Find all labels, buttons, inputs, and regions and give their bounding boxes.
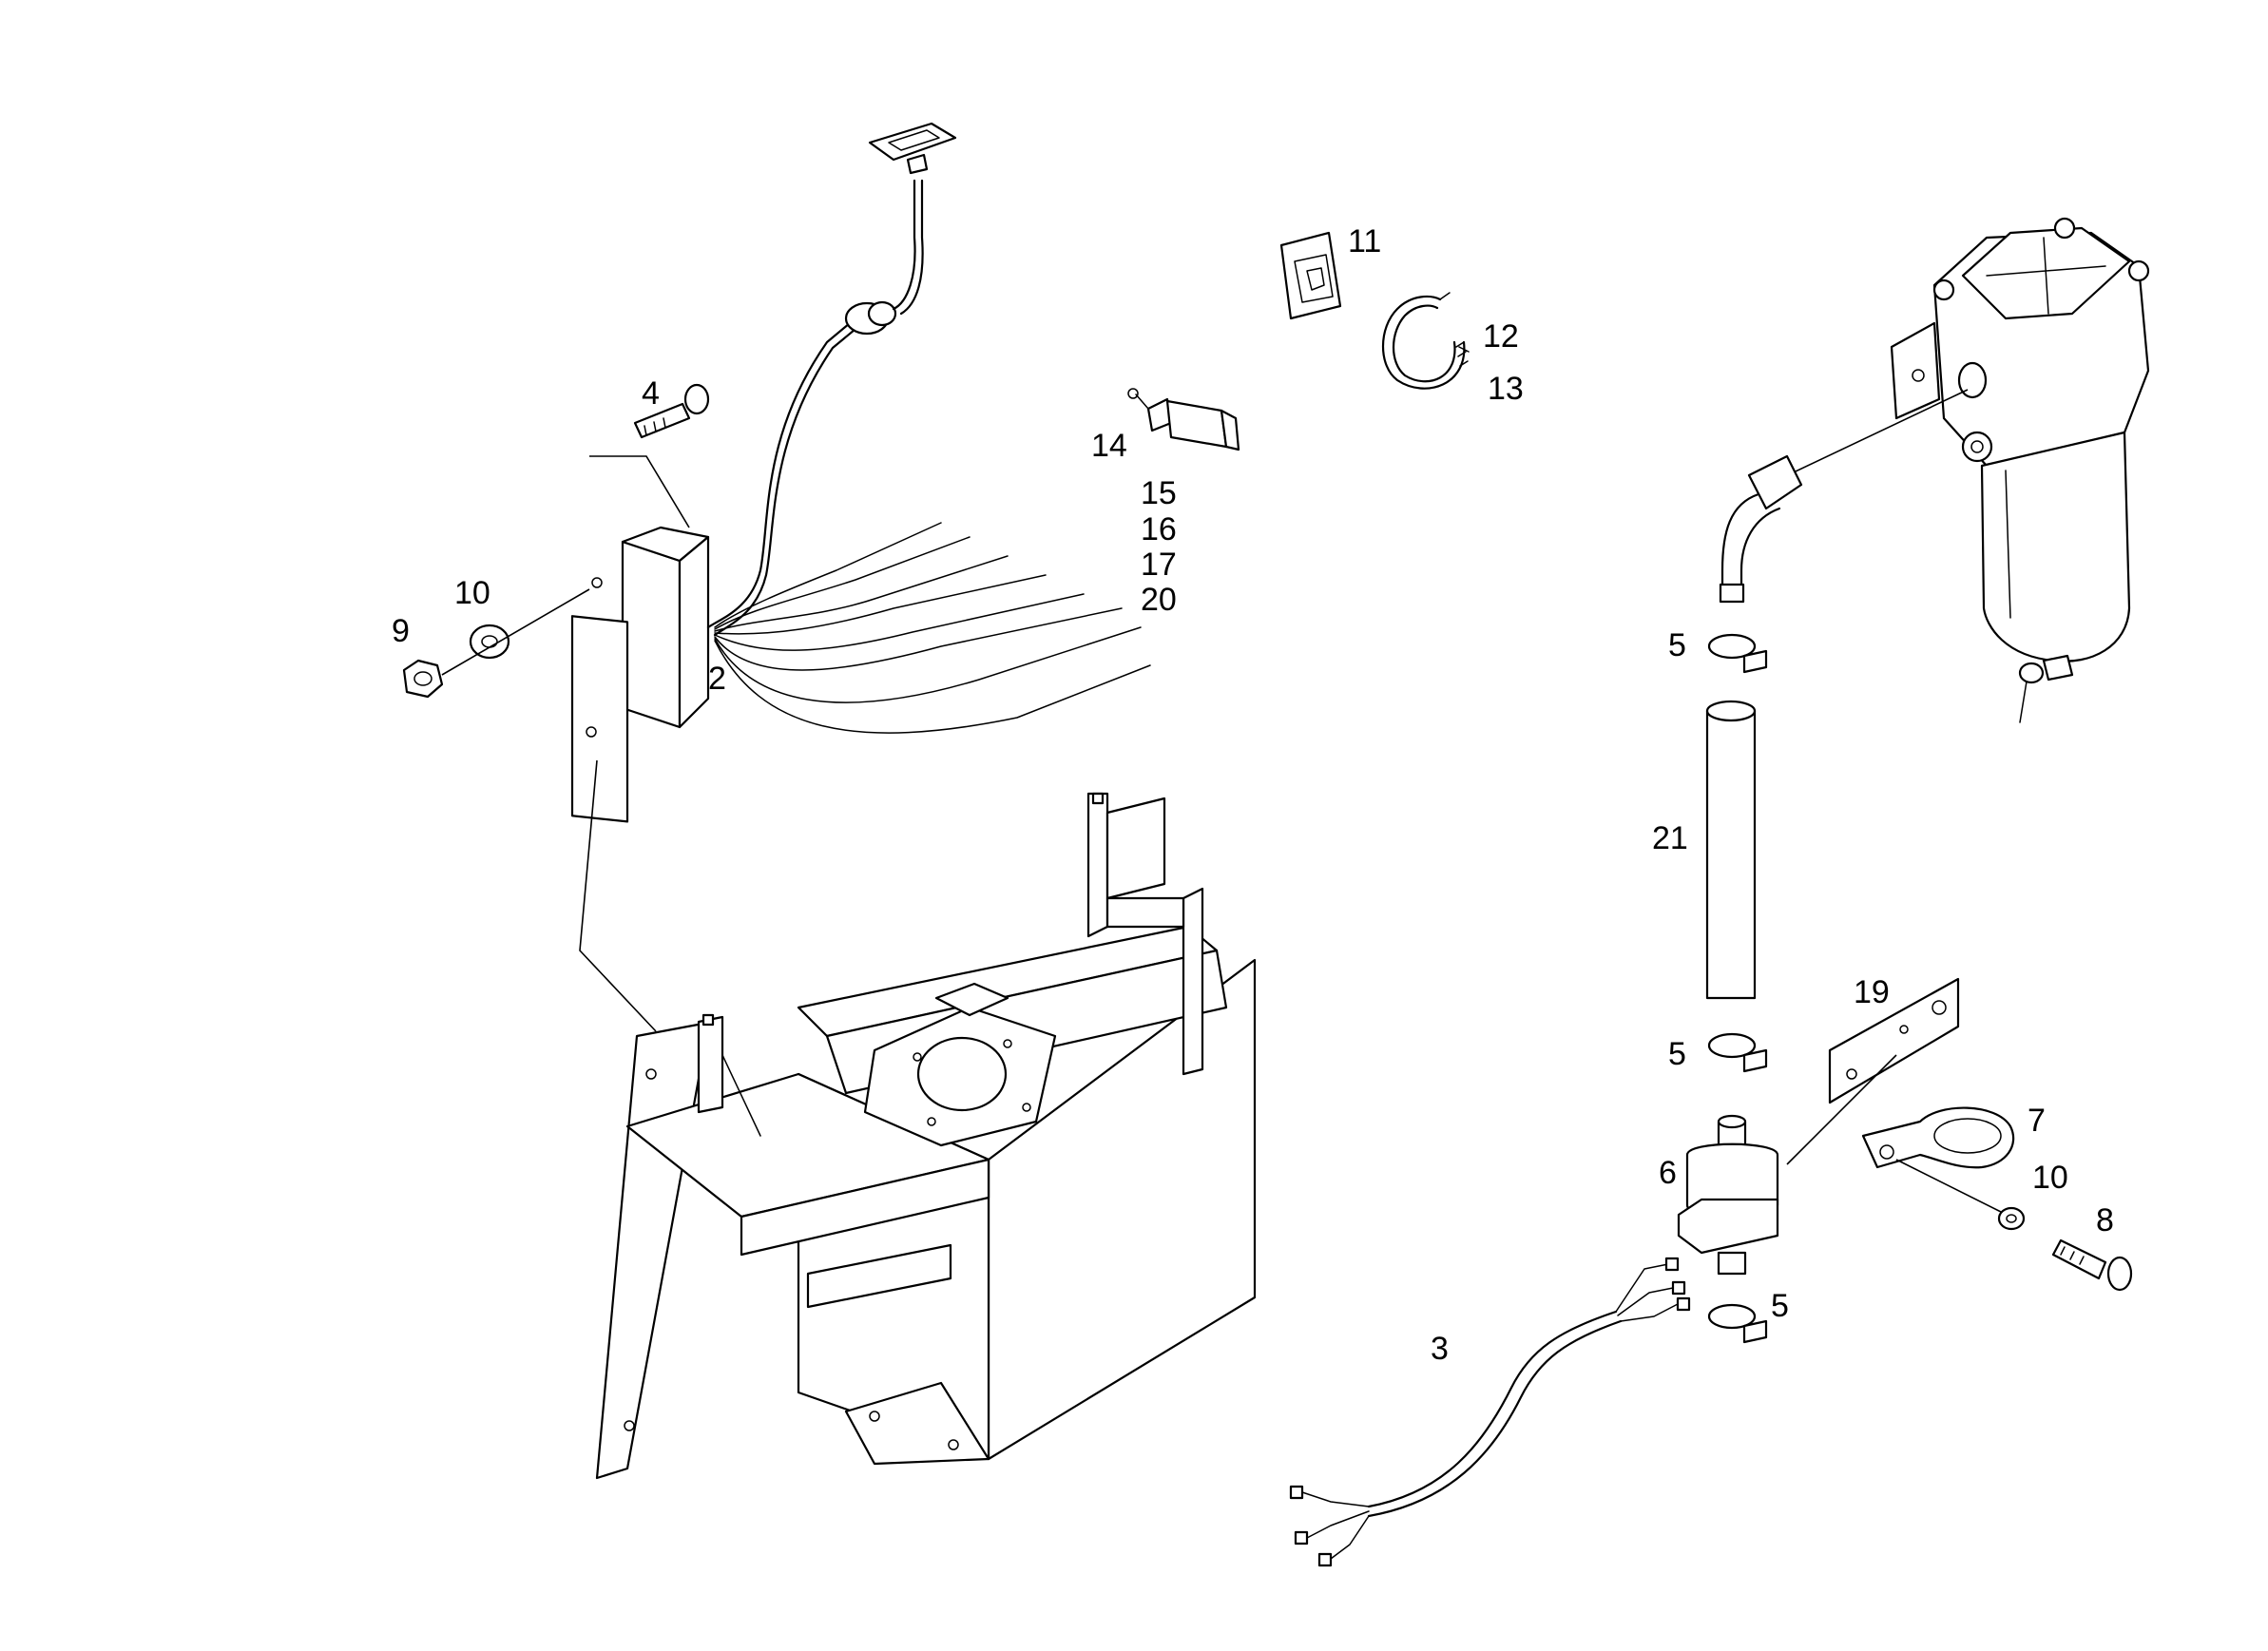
fuel-filter <box>1890 217 2150 723</box>
label-5-mid: 5 <box>1668 1036 1686 1072</box>
leader-7-10 <box>1895 1159 2002 1213</box>
label-4: 4 <box>642 375 660 412</box>
clip-7 <box>1861 1106 2015 1169</box>
bracket-19 <box>1828 977 1960 1104</box>
leader-filter-hose <box>1777 389 1969 481</box>
connector-14 <box>1127 388 1240 451</box>
label-8: 8 <box>2096 1202 2114 1238</box>
hose-clamp-5-top <box>1707 633 1768 674</box>
label-20: 20 <box>1141 582 1177 618</box>
bolt-8 <box>2051 1238 2133 1292</box>
tank-bracket-frame <box>595 792 1257 1480</box>
label-6: 6 <box>1659 1155 1677 1191</box>
clamp-12-13 <box>1381 292 1470 390</box>
leader-4 <box>589 455 690 528</box>
bolt-4 <box>633 383 710 439</box>
label-10-left: 10 <box>454 575 490 611</box>
label-7: 7 <box>2028 1103 2046 1139</box>
label-14: 14 <box>1091 428 1127 464</box>
nut-9 <box>402 659 444 699</box>
label-19: 19 <box>1854 974 1890 1010</box>
label-5-top: 5 <box>1668 627 1686 663</box>
wiring-loom-3 <box>1289 1257 1691 1567</box>
clip-11 <box>1279 231 1342 320</box>
hose-clamp-5-bottom <box>1707 1303 1768 1344</box>
label-16: 16 <box>1141 511 1177 547</box>
label-17: 17 <box>1141 547 1177 583</box>
elbow-fitting <box>1719 454 1803 604</box>
label-3: 3 <box>1431 1331 1449 1367</box>
leader-9-10 <box>441 588 590 676</box>
label-5-bottom: 5 <box>1771 1288 1789 1324</box>
wire-harness <box>706 122 1151 734</box>
leader-19-pump <box>1786 1054 1897 1165</box>
label-15: 15 <box>1141 475 1177 511</box>
label-12: 12 <box>1483 318 1519 355</box>
label-9: 9 <box>392 613 410 649</box>
label-10-right: 10 <box>2032 1160 2068 1196</box>
leader-2-frame <box>579 759 657 1032</box>
part-labels: 2 3 4 5 5 5 6 7 8 9 10 10 11 12 13 14 15… <box>392 223 2114 1367</box>
label-11: 11 <box>1348 223 1381 259</box>
label-13: 13 <box>1488 371 1524 407</box>
hose-21 <box>1705 700 1757 1000</box>
label-21: 21 <box>1652 820 1688 856</box>
control-unit-2 <box>570 526 710 823</box>
hose-clamp-5-mid <box>1707 1032 1768 1073</box>
pump-6 <box>1677 1114 1779 1276</box>
label-2: 2 <box>708 661 726 697</box>
washer-10-left <box>469 624 510 660</box>
washer-10-right <box>1997 1206 2026 1231</box>
